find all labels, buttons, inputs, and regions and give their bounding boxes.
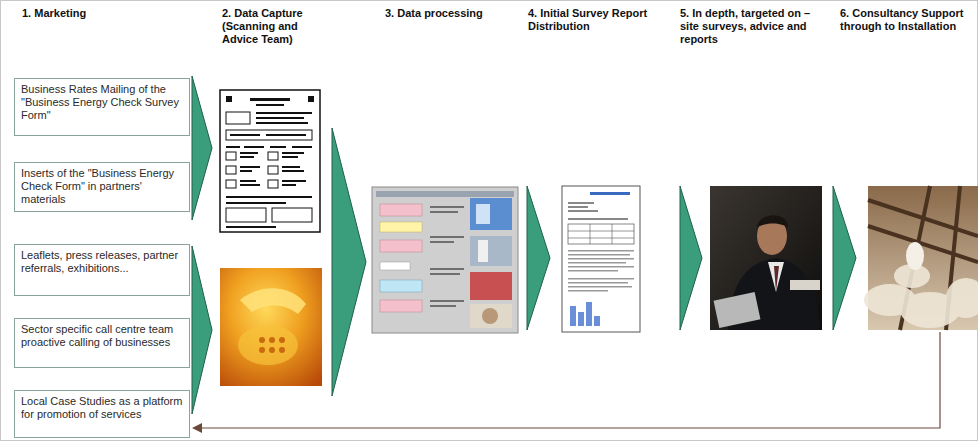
marketing-channel-box: Inserts of the "Business Energy Check Fo…	[14, 162, 190, 212]
survey-form-image	[220, 90, 320, 232]
flow-chevron	[527, 186, 550, 330]
flow-chevrons	[192, 76, 856, 414]
box-text: Inserts of the "Business Energy Check Fo…	[21, 167, 183, 206]
box-text: Business Rates Mailing of the "Business …	[21, 83, 183, 122]
consultant-photo-image	[710, 186, 822, 330]
stage-heading: 2. Data Capture (Scanning and Advice Tea…	[222, 7, 334, 46]
stage-heading: 6. Consultancy Support through to Instal…	[840, 7, 966, 33]
box-text: Leaflets, press releases, partner referr…	[21, 249, 183, 275]
loft-insulation-image	[864, 186, 978, 330]
box-text: Local Case Studies as a platform for pro…	[21, 395, 183, 421]
marketing-channel-box: Leaflets, press releases, partner referr…	[14, 244, 190, 296]
flow-chevron	[833, 186, 856, 330]
marketing-channel-box: Sector specific call centre team proacti…	[14, 318, 190, 368]
feedback-arrow	[192, 332, 940, 433]
flow-chevron	[192, 246, 212, 414]
flow-chevron	[680, 186, 702, 330]
stage-heading: 5. In depth, targeted on –site surveys, …	[680, 7, 812, 46]
stage-heading: 1. Marketing	[22, 7, 172, 20]
marketing-channel-box: Business Rates Mailing of the "Business …	[14, 78, 190, 136]
software-screenshot-image	[372, 187, 518, 333]
flow-chevron	[192, 76, 212, 220]
box-text: Sector specific call centre team proacti…	[21, 323, 183, 349]
telephone-image	[220, 268, 322, 386]
stage-heading: 3. Data processing	[385, 7, 515, 20]
survey-report-image	[562, 186, 640, 332]
stage-heading: 4. Initial Survey Report Distribution	[528, 7, 658, 33]
flow-chevron	[332, 128, 366, 396]
marketing-channel-box: Local Case Studies as a platform for pro…	[14, 390, 190, 438]
